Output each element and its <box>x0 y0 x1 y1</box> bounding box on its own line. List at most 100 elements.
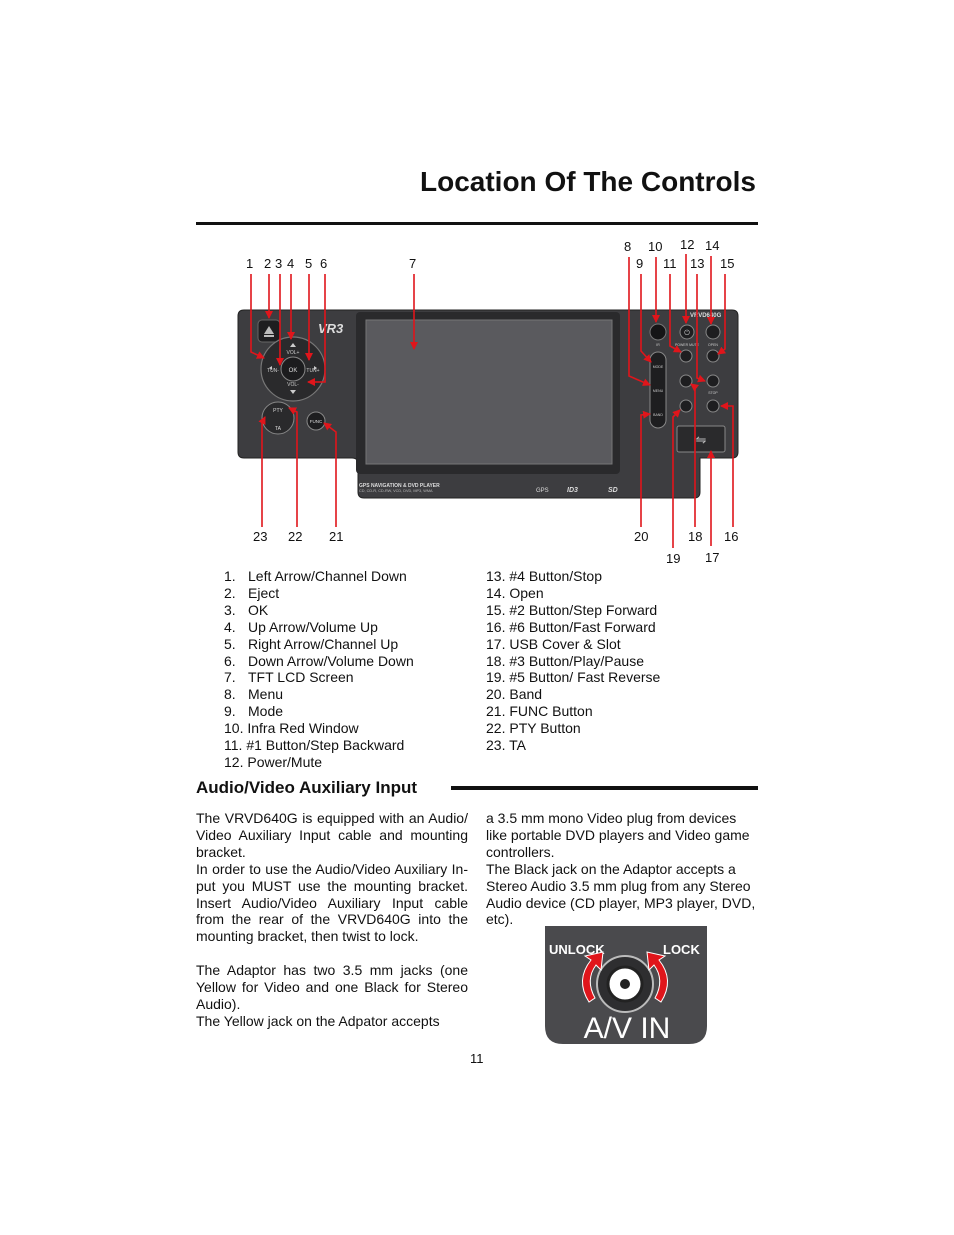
paragraph: a 3.5 mm mono Video plug from devices li… <box>486 810 750 860</box>
button-2 <box>706 349 720 363</box>
list-item: 17. USB Cover & Slot <box>486 635 621 652</box>
tun-up-label: TUN+ <box>306 368 319 374</box>
sd-badge: SD <box>608 487 618 494</box>
mode-label: MODE <box>653 365 664 369</box>
list-item: 9.Mode <box>224 703 284 720</box>
power-mute-label: POWER MUTE <box>675 343 700 347</box>
callout-13: 13 <box>690 256 705 271</box>
paragraph: The Black jack on the Adaptor accepts a … <box>486 860 756 928</box>
lock-arrow-icon <box>646 951 668 1003</box>
ok-button <box>280 356 306 382</box>
mode-menu-band-strip <box>649 351 667 429</box>
callout-11: 11 <box>663 256 677 271</box>
page-number: 11 <box>470 1051 484 1066</box>
tft-lcd-screen <box>365 319 613 465</box>
callout-8: 8 <box>624 239 632 254</box>
button-4 <box>706 374 720 388</box>
callout-9: 9 <box>636 256 644 271</box>
ta-label: TA <box>275 426 282 432</box>
button-1 <box>679 349 693 363</box>
vol-up-label: VOL+ <box>287 350 300 356</box>
stop-label: STOP <box>708 391 718 395</box>
device-illustration: VR3 OK VOL+ VOL- TUN- TUN+ PTY TA FUNC M… <box>237 254 739 548</box>
paragraph: The VRVD640G is equipped with an Audio/ … <box>196 810 468 860</box>
list-item: 5.Right Arrow/Channel Up <box>224 635 399 652</box>
paragraph: The Yellow jack on the Adpator accepts <box>196 1012 440 1029</box>
title-divider <box>196 222 758 225</box>
list-item: 6.Down Arrow/Volume Down <box>224 652 414 669</box>
callout-22: 22 <box>288 529 303 544</box>
open-label: OPEN <box>708 343 718 347</box>
callout-18: 18 <box>688 529 703 544</box>
av-in-label: A/V IN <box>584 1012 671 1045</box>
list-item: 23. TA <box>486 737 526 754</box>
paragraph: In order to use the Audio/Video Auxiliar… <box>196 860 468 945</box>
button-5 <box>679 399 693 413</box>
callout-20: 20 <box>634 529 649 544</box>
callout-1: 1 <box>246 256 254 271</box>
list-item: 8.Menu <box>224 686 284 703</box>
func-button <box>306 411 326 431</box>
infra-red-window <box>649 323 667 341</box>
callout-3: 3 <box>275 256 283 271</box>
vol-down-label: VOL- <box>287 382 299 388</box>
callout-12: 12 <box>680 237 695 252</box>
callout-4: 4 <box>287 256 295 271</box>
list-item: 20. Band <box>486 686 543 703</box>
power-icon: ⏻ <box>684 329 690 337</box>
callout-19: 19 <box>666 551 681 566</box>
list-item: 10. Infra Red Window <box>224 720 359 737</box>
power-mute-button <box>679 324 695 340</box>
ok-label: OK <box>289 368 298 374</box>
av-in-panel: UNLOCK LOCK A/V IN <box>545 926 707 1045</box>
list-item: 11. #1 Button/Step Backward <box>224 737 405 754</box>
model-label: VRVD640G <box>690 313 722 319</box>
section-divider <box>451 786 758 790</box>
callout-7: 7 <box>409 256 417 271</box>
page-title: Location Of The Controls <box>420 166 756 197</box>
band-label: BAND <box>653 413 663 417</box>
callout-2: 2 <box>264 256 272 271</box>
ir-label: IR <box>656 343 660 347</box>
callout-5: 5 <box>305 256 313 271</box>
nav-title-label: GPS NAVIGATION & DVD PLAYER <box>359 483 440 489</box>
body-text-right: a 3.5 mm mono Video plug from devices li… <box>486 810 758 928</box>
callout-14: 14 <box>705 238 720 253</box>
list-item: 15. #2 Button/Step Forward <box>486 601 658 618</box>
button-3 <box>679 374 693 388</box>
list-item: 3.OK <box>224 601 269 618</box>
list-item: 14. Open <box>486 584 544 601</box>
callout-17: 17 <box>705 550 720 565</box>
id3-badge: ID3 <box>567 487 578 494</box>
list-item: 18. #3 Button/Play/Pause <box>486 652 644 669</box>
list-item: 1.Left Arrow/Channel Down <box>224 568 407 584</box>
unlock-arrow-icon <box>582 951 604 1003</box>
list-item: 4.Up Arrow/Volume Up <box>224 618 378 635</box>
callout-arrows <box>250 254 734 548</box>
callout-10: 10 <box>648 239 663 254</box>
func-label: FUNC <box>310 419 323 424</box>
usb-cover <box>676 425 726 453</box>
list-item: 7.TFT LCD Screen <box>224 669 354 686</box>
list-item: 16. #6 Button/Fast Forward <box>486 618 656 635</box>
callout-23: 23 <box>253 529 268 544</box>
usb-icon: ⇋ <box>696 432 707 447</box>
unlock-label: UNLOCK <box>549 942 605 957</box>
lock-label: LOCK <box>663 942 700 957</box>
brand-logo: VR3 <box>318 321 344 336</box>
callout-6: 6 <box>320 256 328 271</box>
list-item: 12. Power/Mute <box>224 753 323 770</box>
list-item: 13. #4 Button/Stop <box>486 568 602 584</box>
controls-list-right: 13. #4 Button/Stop 14. Open 15. #2 Butto… <box>486 568 660 754</box>
list-item: 2.Eject <box>224 584 280 601</box>
button-6 <box>706 399 720 413</box>
pty-label: PTY <box>273 408 283 414</box>
callout-21: 21 <box>329 529 344 544</box>
callout-15: 15 <box>720 256 735 271</box>
gps-badge: GPS <box>536 488 549 494</box>
menu-label: MENU <box>653 389 664 393</box>
list-item: 19. #5 Button/ Fast Reverse <box>486 669 661 686</box>
controls-list-left: 1.Left Arrow/Channel Down 2.Eject 3.OK 4… <box>224 568 414 771</box>
nav-formats-label: CD, CD-R, CD-RW, VCD, DVD, MP3, WMA <box>359 489 433 493</box>
list-item: 22. PTY Button <box>486 720 581 737</box>
